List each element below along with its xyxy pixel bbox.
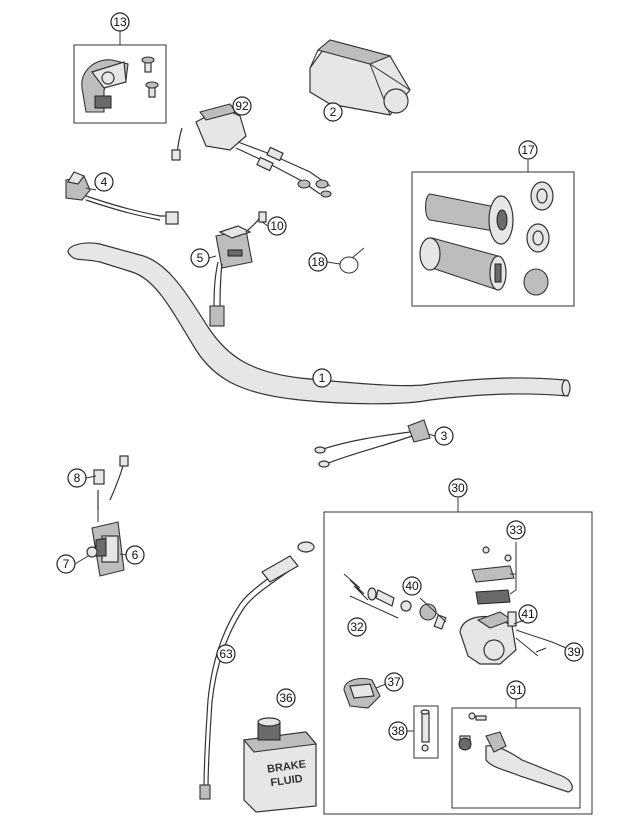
box-30 [323,498,593,815]
leader-lines [74,187,567,732]
svg-text:30: 30 [451,481,465,495]
cable-tie [339,247,365,274]
callout-1: 1 [312,368,332,388]
svg-text:32: 32 [350,620,364,634]
svg-text:8: 8 [74,471,81,485]
svg-text:38: 38 [391,724,405,738]
callout-40: 40 [402,576,422,596]
svg-text:10: 10 [270,219,284,233]
svg-text:31: 31 [509,683,523,697]
svg-text:63: 63 [219,647,233,661]
callout-39: 39 [564,642,584,662]
handlebar [67,242,571,405]
callout-4: 4 [94,172,114,192]
svg-text:17: 17 [521,143,535,157]
can-label-line2: FLUID [270,773,304,789]
svg-text:41: 41 [521,607,535,621]
callout-18: 18 [308,252,328,272]
svg-text:37: 37 [387,675,401,689]
callout-17: 17 [518,140,538,172]
svg-text:7: 7 [63,557,70,571]
svg-text:92: 92 [235,99,249,113]
callout-36: 36 [276,688,296,708]
callout-37: 37 [384,672,404,692]
svg-text:18: 18 [311,255,325,269]
callout-31: 31 [506,680,526,700]
svg-text:3: 3 [441,429,448,443]
callout-10: 10 [267,216,287,236]
svg-text:40: 40 [405,579,419,593]
brake-fluid-can [242,717,318,813]
switch-5 [209,211,267,327]
callout-8: 8 [67,468,87,488]
switch-6 [86,455,129,577]
switch-3 [314,419,431,468]
callout-6: 6 [125,545,145,565]
bar-pad [309,39,411,116]
svg-text:33: 33 [509,523,523,537]
callout-7: 7 [56,554,76,574]
callout-3: 3 [434,426,454,446]
callout-63: 63 [216,644,236,664]
switch-4 [65,171,179,225]
svg-text:36: 36 [279,691,293,705]
callout-41: 41 [518,604,538,624]
callout-30: 30 [448,478,468,498]
callout-2: 2 [323,102,343,122]
box-17 [411,171,575,307]
svg-text:2: 2 [330,105,337,119]
svg-text:4: 4 [101,175,108,189]
callout-5: 5 [190,248,210,268]
svg-text:6: 6 [132,548,139,562]
can-label-line1: BRAKE [266,758,306,775]
callout-33: 33 [506,520,526,540]
callout-92: 92 [232,96,252,116]
callout-13: 13 [110,12,130,45]
svg-text:5: 5 [197,251,204,265]
box-13 [73,44,167,124]
svg-text:39: 39 [567,645,581,659]
svg-text:1: 1 [319,371,326,385]
callout-38: 38 [388,721,408,741]
svg-text:13: 13 [113,15,127,29]
callout-32: 32 [347,617,367,637]
throttle-assembly [171,103,332,198]
